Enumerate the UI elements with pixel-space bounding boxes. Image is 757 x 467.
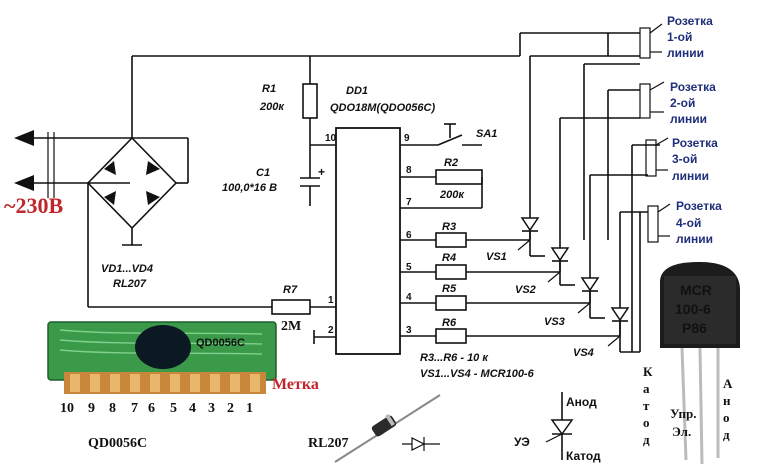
outlet-4-line1: Розетка [676, 199, 722, 213]
r6-name: R6 [442, 317, 457, 329]
pin-4: 4 [406, 292, 412, 303]
capacitor-c1 [300, 144, 336, 206]
outlet-3-line2: 3-ой [672, 152, 697, 166]
symbol-anode: Анод [566, 395, 597, 409]
package-photo [660, 262, 740, 465]
outlet-1-line2: 1-ой [667, 30, 692, 44]
thyristor-vs4 [607, 212, 630, 352]
module-chip-text: QD0056C [196, 337, 245, 349]
module-pin-3: 3 [208, 401, 215, 416]
outlet-3-line3: линии [672, 169, 709, 183]
outlet-1-line3: линии [667, 46, 704, 60]
c1-plus: + [318, 165, 325, 179]
outlet-4-line3: линии [676, 232, 713, 246]
diode-photo [334, 394, 441, 463]
r7-value: 2M [281, 319, 301, 334]
thyristor-vs2 [547, 118, 570, 285]
module-caption: QD0056C [88, 436, 147, 451]
vs4-label: VS4 [573, 347, 594, 359]
pin-5: 5 [406, 262, 412, 273]
outlet-1-line1: Розетка [667, 14, 713, 28]
vs3-label: VS3 [544, 316, 565, 328]
bridge-part: RL207 [113, 278, 147, 290]
resistor-r4 [400, 262, 561, 280]
pin-2: 2 [328, 325, 334, 336]
outlet-2-line2: 2-ой [670, 96, 695, 110]
outlet-plug-3 [645, 137, 669, 177]
package-line3: P86 [682, 320, 707, 336]
thyristor-vs1 [517, 56, 540, 256]
module-pin-6: 6 [148, 401, 155, 416]
module-photo [47, 321, 277, 394]
chip-dd1 [335, 127, 401, 355]
resistor-r2 [400, 169, 483, 209]
vs1-label: VS1 [486, 251, 507, 263]
module-pin-1: 1 [246, 401, 253, 416]
pin-7: 7 [406, 197, 412, 208]
c1-value: 100,0*16 В [222, 182, 277, 194]
r2-value: 200к [439, 189, 465, 201]
r2-name: R2 [444, 157, 458, 169]
resistor-r1 [302, 56, 318, 145]
package-gate-label-2: Эл. [672, 424, 691, 439]
vs2-label: VS2 [515, 284, 536, 296]
outlet-plug-2 [639, 81, 665, 119]
pin-3: 3 [406, 325, 412, 336]
outlet-3-line1: Розетка [672, 136, 718, 150]
outlet-4-line2: 4-ой [676, 216, 701, 230]
outlet-plug-1 [639, 23, 663, 59]
outlet-wiring [530, 33, 660, 352]
module-pin-9: 9 [88, 401, 95, 416]
module-pin-10: 10 [60, 401, 74, 416]
module-pin-2: 2 [227, 401, 234, 416]
r1-value: 200к [259, 101, 285, 113]
r5-name: R5 [442, 283, 457, 295]
pin-1: 1 [328, 295, 334, 306]
outlet-plug-4 [647, 203, 671, 243]
package-line2: 100-6 [675, 301, 711, 317]
module-pin-7: 7 [131, 401, 138, 416]
note-resistors: R3...R6 - 10 к [420, 352, 489, 364]
diode-caption: RL207 [308, 436, 348, 451]
package-line1: MCR [680, 282, 712, 298]
outlet-2-line1: Розетка [670, 80, 716, 94]
pin-8: 8 [406, 165, 412, 176]
symbol-gate: УЭ [514, 435, 530, 449]
diode-bridge [86, 56, 272, 308]
thyristor-vs3 [577, 175, 600, 318]
mains-input [14, 130, 132, 198]
pin-9: 9 [404, 133, 410, 144]
switch-sa1 [400, 123, 482, 146]
mains-voltage-label: ~230В [4, 193, 63, 218]
module-pin-4: 4 [189, 401, 196, 416]
sa1-name: SA1 [476, 128, 497, 140]
resistor-r5 [400, 292, 591, 311]
package-gate-label: Упр. [670, 406, 696, 421]
resistor-r6 [400, 322, 621, 344]
symbol-cathode: Катод [566, 449, 601, 463]
r3-name: R3 [442, 221, 456, 233]
r1-name: R1 [262, 83, 276, 95]
r7-name: R7 [283, 284, 298, 296]
resistor-r3 [400, 232, 531, 248]
resistor-r7 [271, 299, 336, 344]
r4-name: R4 [442, 252, 456, 264]
bridge-label: VD1...VD4 [101, 263, 153, 275]
chip-name: DD1 [346, 85, 368, 97]
c1-name: C1 [256, 167, 270, 179]
chip-part: QDO18M(QDO056C) [330, 102, 435, 114]
mark-label: Метка [272, 376, 319, 393]
note-thyristors: VS1...VS4 - MCR100-6 [420, 368, 535, 380]
outlet-2-line3: линии [670, 112, 707, 126]
thyristor-symbol [545, 392, 574, 460]
pin-10: 10 [325, 133, 337, 144]
module-pin-8: 8 [109, 401, 116, 416]
pin-6: 6 [406, 230, 412, 241]
module-pin-5: 5 [170, 401, 177, 416]
